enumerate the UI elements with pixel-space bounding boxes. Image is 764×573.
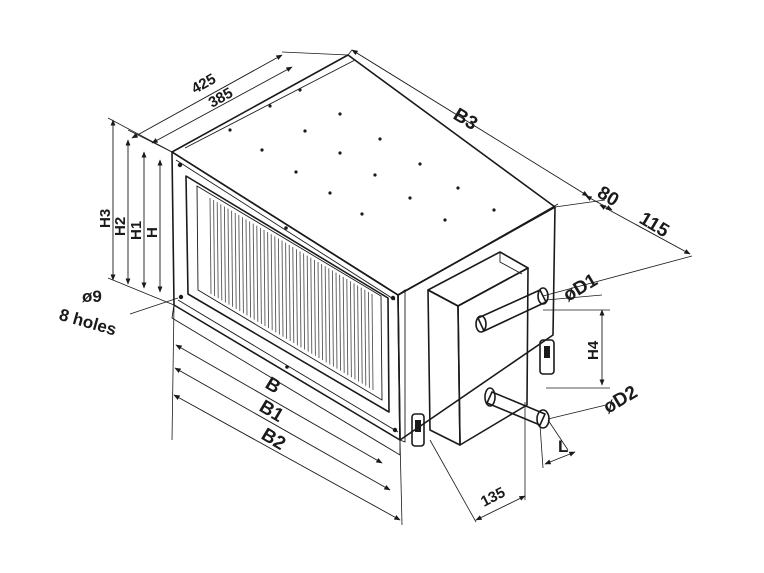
pipe-lower <box>484 387 550 429</box>
dim-label-h1: H1 <box>128 221 145 240</box>
dim-label-b2: B2 <box>257 424 289 455</box>
coil-fin <box>367 291 370 388</box>
coil-fin <box>267 232 270 329</box>
coil-fin <box>256 225 259 322</box>
pipe-d1-label: øD1 <box>560 270 602 307</box>
coil-fin <box>245 219 248 316</box>
latch-icon <box>539 339 555 375</box>
coil-fin <box>349 281 352 378</box>
coil-fin <box>241 217 244 314</box>
coil-fin <box>259 227 262 324</box>
coil-fin <box>288 244 291 341</box>
coil-fin <box>227 208 230 305</box>
dim-label-80: 80 <box>593 182 622 211</box>
coil-fin <box>292 247 295 344</box>
connection-box <box>427 251 529 446</box>
pipe-upper <box>475 287 549 333</box>
dim-label-b3: B3 <box>449 104 481 135</box>
dim-label-h3: H3 <box>97 209 114 228</box>
coil-fin <box>324 266 327 363</box>
coil-fin <box>303 253 306 350</box>
coil-fin <box>238 215 241 312</box>
coil-fin <box>346 279 349 376</box>
dim-label-h2: H2 <box>112 217 129 236</box>
coil-fin <box>321 264 324 361</box>
pipe-d2-label: øD2 <box>600 382 642 418</box>
coil-fin <box>335 272 338 369</box>
coil-fin <box>285 242 288 339</box>
coil-fin <box>295 249 298 346</box>
coil-fin <box>213 200 216 297</box>
dim-label-h4: H4 <box>585 340 602 360</box>
coil-fin <box>231 210 234 307</box>
coil-fin <box>310 257 313 354</box>
coil-fin <box>299 251 302 348</box>
dim-label-b1: B1 <box>255 396 287 427</box>
coil-fin <box>317 261 320 359</box>
coil-fin <box>371 293 374 391</box>
dim-label-b: B <box>261 373 284 398</box>
coil-fin <box>220 204 223 301</box>
dim-label-h: H <box>144 227 161 238</box>
coil-fin <box>216 202 219 299</box>
coil-fin <box>252 223 255 320</box>
coil-fin <box>357 285 360 382</box>
dim-label-l: L <box>558 437 568 456</box>
coil-fin <box>223 206 226 303</box>
coil-fin <box>342 276 345 373</box>
coil-fin <box>353 283 356 380</box>
coil-fin <box>281 240 284 337</box>
coil-fin <box>270 234 273 331</box>
coil-fin <box>274 236 277 333</box>
coil-fin <box>331 270 334 367</box>
coil-fin <box>339 274 342 371</box>
hole-diameter-label: ø9 <box>82 287 102 306</box>
coil-fin <box>263 229 266 327</box>
hole-count-label: 8 holes <box>57 305 119 339</box>
coil-fin <box>313 259 316 356</box>
latch-icon <box>411 413 425 447</box>
coil-fin <box>364 289 367 386</box>
coil-fin <box>234 212 237 309</box>
coil-fin <box>209 197 212 295</box>
dim-label-115: 115 <box>635 208 672 242</box>
coil-fin <box>277 238 280 335</box>
coil-fin <box>306 255 309 352</box>
dimension-lines <box>107 49 693 526</box>
coil-fin <box>360 287 363 384</box>
coil-fin <box>249 221 252 318</box>
coil-fin <box>328 268 331 365</box>
